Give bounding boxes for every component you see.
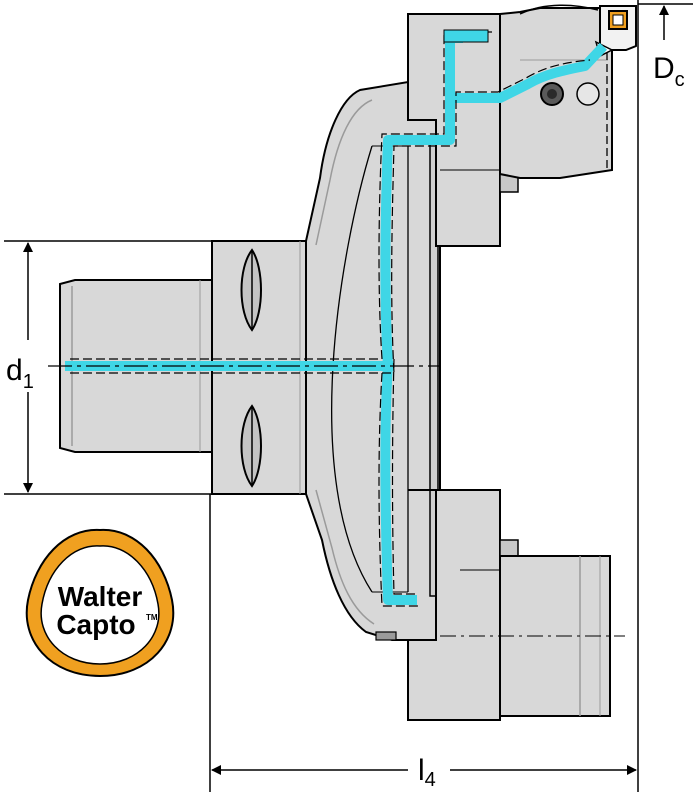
d1-label: d1 <box>6 354 34 393</box>
dimension-dc: Dc <box>638 3 693 91</box>
walter-capto-logo: Walter Capto TM <box>25 528 175 678</box>
dimension-d1: d1 <box>4 240 212 495</box>
upper-cartridge <box>407 4 637 247</box>
drive-slot-lower <box>240 404 262 488</box>
logo-line1: Walter <box>58 581 143 612</box>
logo-trademark: TM <box>146 613 158 622</box>
lower-cartridge <box>407 489 625 721</box>
l4-label: l4 <box>418 754 436 791</box>
dimension-l4: l4 <box>209 0 639 792</box>
logo-line2: Capto <box>56 609 135 640</box>
drive-slot-upper <box>240 248 262 332</box>
dc-label: Dc <box>653 52 685 91</box>
